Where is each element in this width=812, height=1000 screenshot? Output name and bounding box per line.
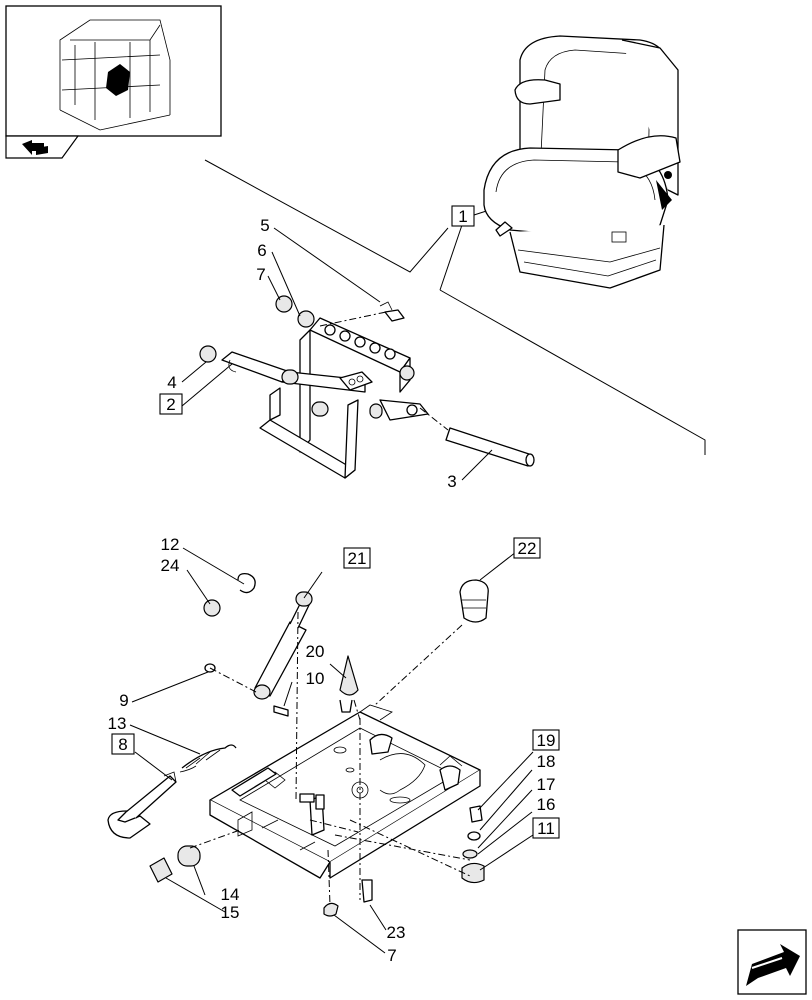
- callout-12[interactable]: 12: [161, 535, 180, 554]
- callout-13[interactable]: 13: [108, 714, 127, 733]
- callout-20[interactable]: 20: [306, 642, 325, 661]
- callout-9[interactable]: 9: [119, 691, 128, 710]
- callout-19[interactable]: 19: [532, 729, 560, 751]
- base-plate-drawing: [209, 704, 481, 879]
- small-parts-lower: [107, 572, 489, 917]
- callout-21[interactable]: 21: [343, 547, 371, 569]
- callout-5[interactable]: 5: [260, 216, 269, 235]
- callout-4[interactable]: 4: [167, 373, 176, 392]
- callout-18[interactable]: 18: [537, 752, 556, 771]
- callout-24[interactable]: 24: [161, 556, 180, 575]
- seat-frame-drawing: [221, 317, 429, 479]
- callout-23[interactable]: 23: [387, 923, 406, 942]
- gas-spring-drawing: [253, 591, 313, 717]
- tractor-cab-thumbnail-icon[interactable]: [5, 5, 222, 137]
- svg-text:22: 22: [518, 539, 537, 558]
- callout-1[interactable]: 1: [451, 205, 475, 227]
- callout-7-lower[interactable]: 7: [387, 946, 396, 965]
- callout-2[interactable]: 2: [159, 393, 183, 415]
- callout-22[interactable]: 22: [513, 537, 541, 559]
- callout-14[interactable]: 14: [221, 885, 240, 904]
- leader-lines: [129, 227, 534, 954]
- dashed-lines-upper: [319, 311, 449, 431]
- callout-11[interactable]: 11: [532, 817, 560, 839]
- pin-drawing: [445, 427, 535, 467]
- callout-7-upper[interactable]: 7: [256, 265, 265, 284]
- svg-text:21: 21: [348, 549, 367, 568]
- dashed-lines-lower: [189, 611, 471, 906]
- svg-text:11: 11: [537, 819, 555, 838]
- svg-text:19: 19: [537, 731, 556, 750]
- callout-10[interactable]: 10: [306, 669, 325, 688]
- callout-8[interactable]: 8: [111, 733, 135, 755]
- svg-text:2: 2: [166, 395, 175, 414]
- back-arrow-icon[interactable]: [5, 135, 80, 159]
- callout-3[interactable]: 3: [447, 472, 456, 491]
- svg-text:8: 8: [118, 735, 127, 754]
- next-page-arrow-icon[interactable]: [737, 929, 807, 995]
- callout-17[interactable]: 17: [537, 775, 556, 794]
- callout-15[interactable]: 15: [221, 903, 240, 922]
- seat-drawing: [483, 35, 681, 289]
- svg-text:1: 1: [458, 207, 467, 226]
- callout-6[interactable]: 6: [257, 241, 266, 260]
- callout-16[interactable]: 16: [537, 795, 556, 814]
